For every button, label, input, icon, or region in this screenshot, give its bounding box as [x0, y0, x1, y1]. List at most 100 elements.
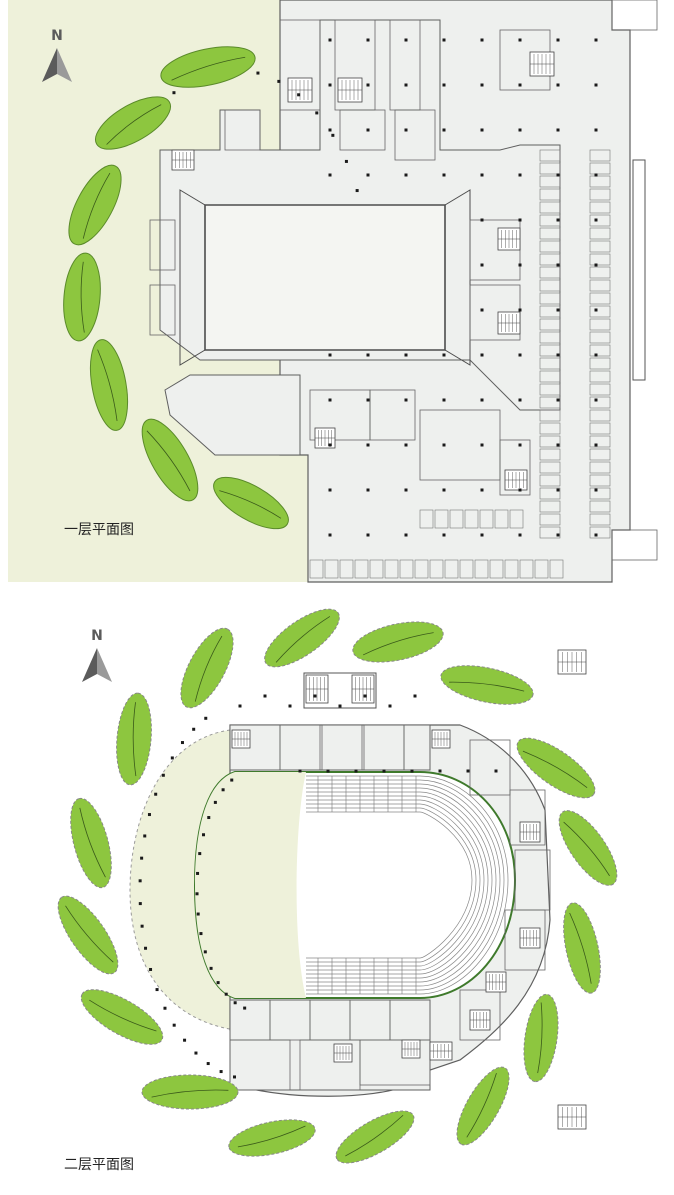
leaf-planting: [116, 692, 152, 786]
stall: [339, 559, 354, 579]
column-dot: [480, 218, 484, 222]
stall: [589, 253, 611, 266]
leaf-planting: [80, 989, 164, 1045]
room: [469, 739, 511, 796]
stall: [589, 227, 611, 240]
stall: [539, 461, 561, 474]
north-arrow-right-icon: [57, 48, 72, 82]
column-dot: [363, 694, 367, 698]
column-dot: [404, 83, 408, 87]
seating-row: [306, 811, 473, 959]
stall: [504, 559, 519, 579]
column-dot: [518, 398, 522, 402]
room: [359, 1039, 431, 1086]
column-dot: [140, 856, 144, 860]
column-dot: [480, 398, 484, 402]
column-dot: [518, 443, 522, 447]
leaf-planting: [63, 252, 101, 342]
leaf-vein: [80, 261, 85, 333]
column-dot: [518, 488, 522, 492]
room: [499, 439, 531, 496]
leaf-vein: [89, 999, 157, 1032]
column-dot: [277, 79, 281, 83]
room: [279, 19, 321, 111]
stall: [589, 500, 611, 513]
stall: [384, 559, 399, 579]
second-floor-plan: N: [0, 590, 674, 1195]
column-dot: [366, 488, 370, 492]
column-dot: [442, 353, 446, 357]
column-dot: [224, 992, 228, 996]
stall: [589, 292, 611, 305]
seating-row: [306, 783, 501, 987]
column-dot: [518, 173, 522, 177]
column-dot: [238, 704, 242, 708]
stall: [369, 559, 384, 579]
stall: [589, 162, 611, 175]
column-dot: [494, 769, 498, 773]
column-dot: [328, 443, 332, 447]
leaf-vein: [569, 912, 592, 984]
leaf-vein: [362, 632, 434, 656]
room: [149, 219, 176, 271]
stall: [589, 487, 611, 500]
north-room-band: [229, 724, 431, 771]
seating-row: [306, 803, 481, 967]
column-dot: [195, 892, 199, 896]
column-dot: [138, 879, 142, 883]
column-dot: [594, 533, 598, 537]
column-dot: [480, 533, 484, 537]
column-dot: [331, 133, 335, 137]
stall: [539, 305, 561, 318]
seating-row: [306, 775, 509, 995]
stall: [589, 409, 611, 422]
column-dot: [594, 218, 598, 222]
column-dot: [518, 128, 522, 132]
stall: [444, 559, 459, 579]
stall: [539, 422, 561, 435]
column-dot: [594, 353, 598, 357]
column-dot: [196, 912, 200, 916]
column-dot: [328, 488, 332, 492]
column-dot: [594, 38, 598, 42]
column-dot: [442, 488, 446, 492]
column-dot: [594, 398, 598, 402]
stall: [534, 559, 549, 579]
column-dot: [219, 1070, 223, 1074]
stall: [539, 227, 561, 240]
column-dot: [216, 981, 220, 985]
column-dot: [594, 173, 598, 177]
column-dot: [328, 353, 332, 357]
column-dot: [404, 443, 408, 447]
stall: [589, 461, 611, 474]
column-dot: [172, 1023, 176, 1027]
stall: [539, 188, 561, 201]
column-dot: [366, 533, 370, 537]
column-dot: [194, 1051, 198, 1055]
column-dot: [518, 308, 522, 312]
room: [504, 909, 546, 971]
leaf-shape: [70, 797, 112, 889]
column-dot: [366, 38, 370, 42]
east-concourse: [444, 189, 471, 366]
column-dot: [410, 769, 414, 773]
column-dot: [442, 173, 446, 177]
stall: [539, 435, 561, 448]
leaf-planting: [456, 1066, 510, 1146]
leaf-vein: [82, 172, 111, 239]
stall: [509, 509, 524, 529]
column-dot: [518, 533, 522, 537]
stall: [589, 279, 611, 292]
stall: [589, 305, 611, 318]
stall: [539, 175, 561, 188]
stall: [539, 409, 561, 422]
column-dot: [366, 398, 370, 402]
seating-row: [306, 795, 489, 975]
column-dot: [192, 727, 196, 731]
stall: [479, 509, 494, 529]
leaf-shape: [523, 993, 559, 1083]
stair-core: [611, 0, 658, 31]
stall: [589, 396, 611, 409]
column-dot: [382, 769, 386, 773]
leaf-shaped-plantings: [57, 608, 618, 1164]
